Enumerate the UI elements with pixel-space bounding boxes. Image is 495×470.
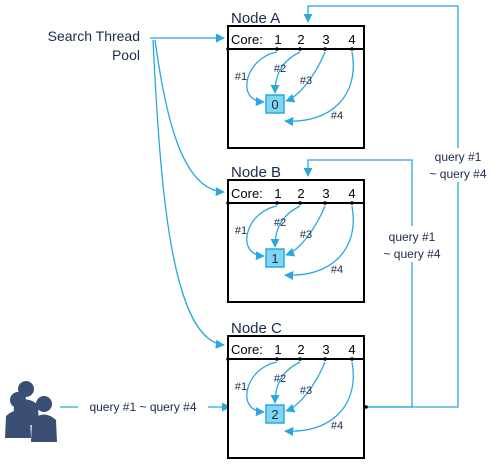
core-dot <box>350 47 354 51</box>
thread-arrow-3 <box>285 51 326 103</box>
forward-b-label-line2: ~ query #4 <box>383 247 440 261</box>
core-number: 3 <box>322 342 329 357</box>
thread-label: #3 <box>300 385 312 397</box>
thread-arrow-4 <box>284 361 354 437</box>
thread-arrow-1 <box>246 51 278 107</box>
thread-label: #4 <box>331 420 343 432</box>
forward-b-label-line1: query #1 <box>389 230 436 244</box>
thread-arrow-3 <box>285 205 326 257</box>
thread-label: #1 <box>235 225 247 237</box>
core-dot <box>275 357 279 361</box>
core-number: 2 <box>297 32 304 47</box>
thread-label: #3 <box>300 229 312 241</box>
thread-label: #1 <box>235 381 247 393</box>
core-number: 1 <box>274 342 281 357</box>
forward-arrow-node-a <box>303 5 459 408</box>
core-number: 4 <box>348 32 355 47</box>
core-dot <box>226 47 230 51</box>
node-title: Node B <box>231 164 281 181</box>
pool-label-line2: Pool <box>112 47 140 63</box>
node-title: Node A <box>231 10 280 27</box>
core-dot <box>275 201 279 205</box>
thread-arrow-4 <box>284 51 354 127</box>
core-dot <box>350 201 354 205</box>
forward-arrows <box>303 5 459 408</box>
shard-box <box>265 404 285 424</box>
core-prefix: Core: <box>231 186 263 201</box>
forward-a-label-line2: ~ query #4 <box>429 167 486 181</box>
users-group-icon <box>5 381 57 442</box>
core-dot <box>350 357 354 361</box>
thread-arrow-4 <box>284 205 354 281</box>
pool-label-line1: Search Thread <box>48 28 140 44</box>
shard-number: 1 <box>271 251 278 266</box>
node-a: Node A Core: 1 2 3 4 0 #1 #2 #3 #4 <box>226 10 365 149</box>
core-number: 4 <box>348 342 355 357</box>
core-dot <box>298 201 302 205</box>
thread-arrow-2 <box>270 205 301 248</box>
core-number: 2 <box>297 186 304 201</box>
node-b: Node B Core: 1 2 3 4 1 #1 #2 #3 #4 <box>226 164 365 303</box>
core-dot <box>226 357 230 361</box>
forward-b-label-bg <box>374 226 450 262</box>
shard-number: 0 <box>271 97 278 112</box>
pool-arrow-node-b <box>154 39 225 197</box>
node-box <box>227 25 365 149</box>
core-dot <box>323 47 327 51</box>
node-c: Node C Core: 1 2 3 4 2 #1 #2 #3 #4 <box>226 320 365 459</box>
forward-origin-dot <box>364 405 368 409</box>
core-number: 4 <box>348 186 355 201</box>
core-dot <box>323 357 327 361</box>
thread-label: #2 <box>274 217 286 229</box>
core-number: 3 <box>322 32 329 47</box>
thread-label: #2 <box>274 63 286 75</box>
core-dot <box>298 47 302 51</box>
forward-a-label-bg <box>420 148 495 182</box>
thread-label: #4 <box>331 264 343 276</box>
pool-arrow-node-c <box>152 39 225 349</box>
core-number: 1 <box>274 32 281 47</box>
thread-arrow-1 <box>246 361 278 417</box>
core-number: 2 <box>297 342 304 357</box>
thread-arrow-2 <box>270 51 301 94</box>
thread-label: #3 <box>300 75 312 87</box>
core-number: 3 <box>322 186 329 201</box>
core-dot <box>275 47 279 51</box>
shard-box <box>265 94 285 114</box>
core-dot <box>323 201 327 205</box>
thread-arrow-3 <box>285 361 326 413</box>
core-prefix: Core: <box>231 342 263 357</box>
core-dot <box>226 201 230 205</box>
core-prefix: Core: <box>231 32 263 47</box>
node-title: Node C <box>231 320 282 337</box>
thread-arrow-1 <box>246 205 278 261</box>
thread-label: #4 <box>331 110 343 122</box>
node-box <box>227 179 365 303</box>
incoming-query-label-bg <box>78 398 208 415</box>
node-box <box>227 335 365 459</box>
thread-arrow-2 <box>270 361 301 404</box>
shard-number: 2 <box>271 407 278 422</box>
pool-arrows <box>150 33 225 349</box>
incoming-query-label: query #1 ~ query #4 <box>89 400 196 414</box>
thread-label: #1 <box>235 71 247 83</box>
shard-box <box>265 248 285 268</box>
thread-label: #2 <box>274 373 286 385</box>
core-number: 1 <box>274 186 281 201</box>
forward-arrow-node-b <box>303 159 413 408</box>
core-dot <box>298 357 302 361</box>
forward-a-label-line1: query #1 <box>435 150 482 164</box>
